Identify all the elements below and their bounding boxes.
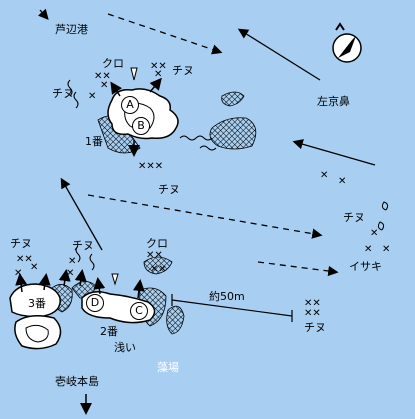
svg-text:✕✕: ✕✕ (146, 250, 163, 261)
label-sakyobana: 左京鼻 (317, 95, 350, 108)
hatch-area-8 (143, 256, 173, 275)
svg-text:✕: ✕ (382, 244, 390, 255)
svg-text:✕: ✕ (364, 244, 372, 255)
label-kuro: クロ (102, 57, 124, 70)
current-arrow-2 (237, 28, 321, 81)
svg-text:✕: ✕ (154, 69, 162, 80)
label-spot-3: 3番 (28, 297, 46, 310)
label-chinu: チヌ (304, 321, 326, 334)
current-arrow-4 (87, 194, 323, 239)
svg-text:✕: ✕ (66, 268, 74, 279)
svg-text:✕✕: ✕✕ (304, 298, 321, 309)
label-seaweed-bed: 藻場 (157, 361, 179, 374)
label-shallow: 浅い (114, 341, 136, 354)
label-chinu: チヌ (10, 237, 32, 250)
svg-text:✕✕: ✕✕ (94, 71, 111, 82)
label-distance: 約50m (209, 290, 245, 303)
label-chinu: チヌ (158, 183, 180, 196)
svg-text:✕: ✕ (30, 262, 38, 273)
fish-marks: ✕✕ ✕ ✕ ✕✕ ✕ ✕✕✕ ✕ ✕ ✕ ✕ ✕ ✕✕ ✕ ✕ ✕ ✕ ✕✕ … (14, 61, 390, 319)
label-isaki: イサキ (349, 260, 382, 273)
svg-text:✕✕: ✕✕ (16, 254, 33, 265)
label-chinu: チヌ (52, 87, 74, 100)
spot-a-marker: A (121, 96, 139, 114)
svg-text:✕: ✕ (14, 268, 22, 279)
svg-text:✕✕: ✕✕ (304, 308, 321, 319)
label-spot-2: 2番 (100, 325, 118, 338)
label-spot-1: 1番 (85, 135, 103, 148)
spot-d-marker: D (86, 294, 104, 312)
svg-text:✕: ✕ (320, 170, 328, 181)
distance-marker (171, 294, 293, 322)
float-icon-1 (130, 67, 138, 81)
current-arrow-3 (292, 139, 376, 166)
compass-icon (332, 22, 362, 63)
seaweed-2 (75, 201, 389, 271)
hatch-area-3 (209, 117, 257, 150)
current-arrow-5 (60, 177, 103, 251)
current-arrow-6 (257, 261, 339, 277)
seaweed-1 (67, 79, 217, 151)
svg-text:✕: ✕ (100, 80, 108, 91)
label-chinu: チヌ (172, 64, 194, 77)
hatch-area-2 (221, 91, 245, 107)
hatch-area-7 (166, 305, 185, 335)
current-arrow-7 (37, 8, 49, 20)
rock-inner-3 (25, 324, 49, 343)
float-icon-2 (111, 273, 119, 286)
svg-text:✕: ✕ (68, 256, 76, 267)
label-ashibe-port: 芦辺港 (55, 23, 88, 36)
current-arrow-1 (107, 13, 223, 55)
svg-text:✕: ✕ (338, 176, 346, 187)
svg-text:✕✕✕: ✕✕✕ (138, 161, 163, 172)
svg-text:✕✕: ✕✕ (150, 61, 167, 72)
label-iki: 壱岐本島 (55, 375, 99, 388)
svg-text:✕: ✕ (88, 91, 96, 102)
label-chinu: チヌ (343, 211, 365, 224)
label-chinu: チヌ (72, 239, 94, 252)
svg-text:✕✕: ✕✕ (150, 264, 167, 275)
svg-text:✕: ✕ (370, 228, 378, 239)
spot-c-marker: C (130, 302, 148, 320)
label-kuro: クロ (146, 237, 168, 250)
spot-b-marker: B (132, 117, 150, 135)
